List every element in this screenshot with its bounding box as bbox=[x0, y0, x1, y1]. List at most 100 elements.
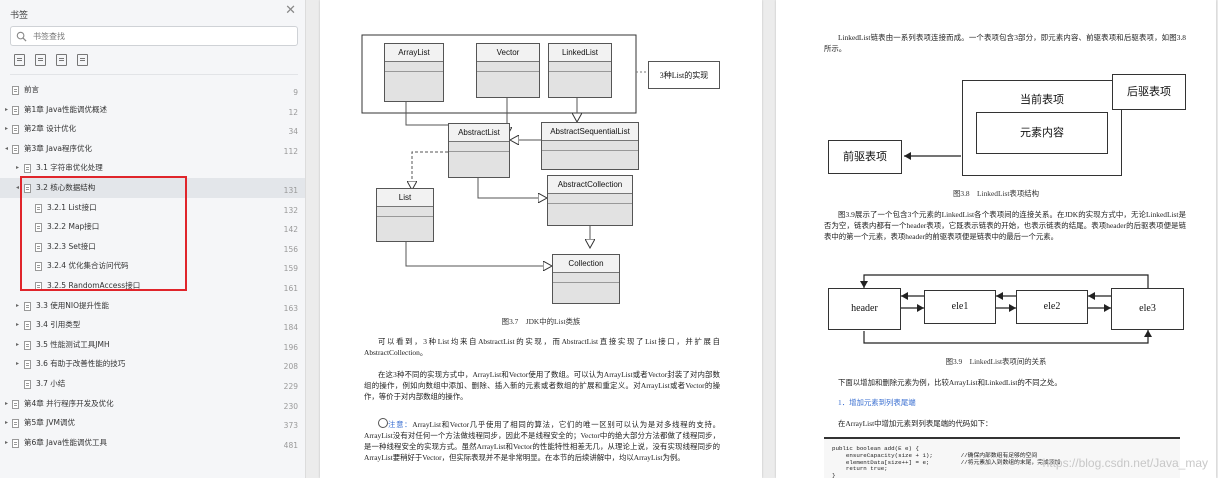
remove-bookmark-icon[interactable] bbox=[35, 54, 46, 66]
figure-3-8-caption: 图3.8 LinkedList表项结构 bbox=[952, 189, 1039, 198]
ele1-node: ele1 bbox=[924, 290, 996, 324]
bookmark-page-icon bbox=[12, 86, 19, 95]
note-paragraph: 注意：ArrayList和Vector几乎使用了相同的算法，它们的唯一区别可以认… bbox=[364, 419, 720, 463]
paragraph: 图3.9展示了一个包含3个元素的LinkedList各个表项间的连接关系。在JD… bbox=[824, 210, 1186, 241]
bookmark-page-number: 131 bbox=[283, 185, 298, 195]
sidebar-title: 书签 bbox=[10, 11, 29, 21]
list-interface: List bbox=[376, 188, 434, 242]
collapse-icon[interactable] bbox=[77, 54, 88, 66]
caret-right-icon[interactable]: ▸ bbox=[5, 399, 9, 407]
bookmark-label: 3.4 引用类型 bbox=[36, 320, 81, 330]
bookmark-page-icon bbox=[35, 281, 42, 291]
bookmark-search-input[interactable] bbox=[33, 29, 293, 43]
close-icon[interactable]: ✕ bbox=[285, 3, 296, 18]
bookmark-label: 第5章 JVM调优 bbox=[24, 418, 75, 428]
bookmark-item[interactable]: 3.2.1 List接口 132 bbox=[0, 198, 305, 218]
caret-right-icon[interactable]: ▸ bbox=[16, 164, 20, 172]
bookmark-page-icon bbox=[12, 399, 19, 409]
collection-interface: Collection bbox=[552, 254, 620, 304]
caret-right-icon[interactable]: ▸ bbox=[5, 105, 9, 113]
bookmark-label: 第1章 Java性能调优概述 bbox=[24, 104, 107, 114]
bookmark-page-icon bbox=[24, 301, 31, 311]
bookmark-item[interactable]: ▸ 3.5 性能测试工具JMH 196 bbox=[0, 335, 305, 355]
caret-right-icon[interactable]: ▸ bbox=[16, 360, 20, 368]
section-heading: 1．增加元素到列表尾端 bbox=[838, 398, 916, 407]
bookmark-label: 3.2 核心数据结构 bbox=[36, 182, 96, 192]
note-icon bbox=[378, 418, 388, 428]
caret-right-icon[interactable]: ▸ bbox=[16, 321, 20, 329]
caret-right-icon[interactable]: ▸ bbox=[16, 301, 20, 309]
sidebar-header: 书签 ✕ bbox=[10, 3, 298, 21]
note-label: 注意： bbox=[388, 420, 413, 429]
paragraph: LinkedList链表由一系列表项连接而成。一个表项包含3部分，即元素内容、前… bbox=[824, 33, 1186, 53]
diagram-note: 3种List的实现 bbox=[648, 61, 720, 89]
bookmark-page-number: 208 bbox=[283, 362, 298, 372]
bookmark-item[interactable]: ▸ 3.4 引用类型 184 bbox=[0, 315, 305, 335]
bookmark-label: 第3章 Java程序优化 bbox=[24, 143, 92, 153]
paragraph: 在ArrayList中增加元素到列表尾端的代码如下： bbox=[838, 419, 993, 428]
bookmark-label: 3.5 性能测试工具JMH bbox=[36, 339, 110, 349]
arraylist-class: ArrayList bbox=[384, 43, 444, 102]
bookmark-page-icon bbox=[24, 183, 31, 193]
bookmark-search[interactable] bbox=[10, 26, 298, 46]
bookmark-page-number: 184 bbox=[283, 323, 298, 333]
code-block: public boolean add(E e) { ensureCapacity… bbox=[824, 437, 1180, 478]
caret-right-icon[interactable]: ▸ bbox=[5, 438, 9, 446]
caret-down-icon[interactable]: ◂ bbox=[16, 183, 20, 191]
figure-3-9-caption: 图3.9 LinkedList表项间的关系 bbox=[945, 357, 1047, 366]
bookmark-label: 3.3 使用NIO提升性能 bbox=[36, 300, 110, 310]
code-line: } bbox=[832, 472, 836, 478]
bookmark-item[interactable]: ◂ 3.2 核心数据结构 131 bbox=[0, 177, 305, 198]
page-left: ArrayList Vector LinkedList 3种List的实现 Ab… bbox=[320, 0, 762, 478]
code-line: elementData[size++] = e; //将元素加入到数组的末尾，完… bbox=[832, 458, 1061, 466]
caret-right-icon[interactable]: ▸ bbox=[5, 419, 9, 427]
bookmark-item[interactable]: ◂ 第3章 Java程序优化 112 bbox=[0, 139, 305, 159]
caret-right-icon[interactable]: ▸ bbox=[16, 340, 20, 348]
bookmark-page-number: 229 bbox=[283, 381, 298, 391]
bookmark-page-number: 112 bbox=[283, 146, 298, 156]
bookmark-label: 3.1 字符串优化处理 bbox=[36, 163, 103, 173]
header-node: header bbox=[828, 288, 901, 330]
caret-right-icon[interactable]: ▸ bbox=[5, 125, 9, 133]
sidebar-divider bbox=[10, 74, 298, 75]
bookmark-label: 3.2.1 List接口 bbox=[47, 202, 97, 212]
bookmark-label: 第2章 设计优化 bbox=[24, 124, 77, 134]
bookmark-page-icon bbox=[35, 262, 42, 272]
bookmark-page-icon bbox=[35, 203, 42, 213]
bookmark-item[interactable]: ▸ 第1章 Java性能调优概述 12 bbox=[0, 100, 305, 120]
element-content-box: 元素内容 bbox=[976, 112, 1108, 154]
bookmark-page-icon bbox=[12, 419, 19, 429]
bookmark-page-number: 12 bbox=[288, 107, 298, 117]
ele3-node: ele3 bbox=[1111, 288, 1184, 330]
bookmark-page-number: 159 bbox=[283, 264, 298, 274]
bookmark-page-number: 9 bbox=[293, 88, 298, 97]
bookmark-label: 3.2.3 Set接口 bbox=[47, 241, 96, 251]
bookmark-page-icon bbox=[12, 438, 19, 448]
expand-icon[interactable] bbox=[56, 54, 67, 66]
page-right: LinkedList链表由一系列表项连接而成。一个表项包含3部分，即元素内容、前… bbox=[776, 0, 1216, 478]
bookmark-label: 前言 bbox=[24, 85, 39, 94]
figure-3-7-caption: 图3.7 JDK中的List类族 bbox=[501, 317, 581, 326]
bookmark-page-icon bbox=[24, 321, 31, 331]
bookmark-page-number: 132 bbox=[283, 205, 298, 215]
paragraph: 下面以增加和删除元素为例，比较ArrayList和LinkedList的不同之处… bbox=[838, 378, 1062, 387]
caret-down-icon[interactable]: ◂ bbox=[5, 144, 9, 152]
bookmark-label: 3.2.2 Map接口 bbox=[47, 222, 100, 232]
paragraph: 在这3种不同的实现方式中，ArrayList和Vector使用了数组。可以认为A… bbox=[364, 370, 720, 401]
bookmark-item[interactable]: ▸ 3.1 字符串优化处理 bbox=[0, 158, 305, 178]
bookmark-item[interactable]: 前言 9 bbox=[0, 80, 305, 100]
bookmark-page-number: 196 bbox=[283, 342, 298, 352]
add-bookmark-icon[interactable] bbox=[14, 54, 25, 66]
